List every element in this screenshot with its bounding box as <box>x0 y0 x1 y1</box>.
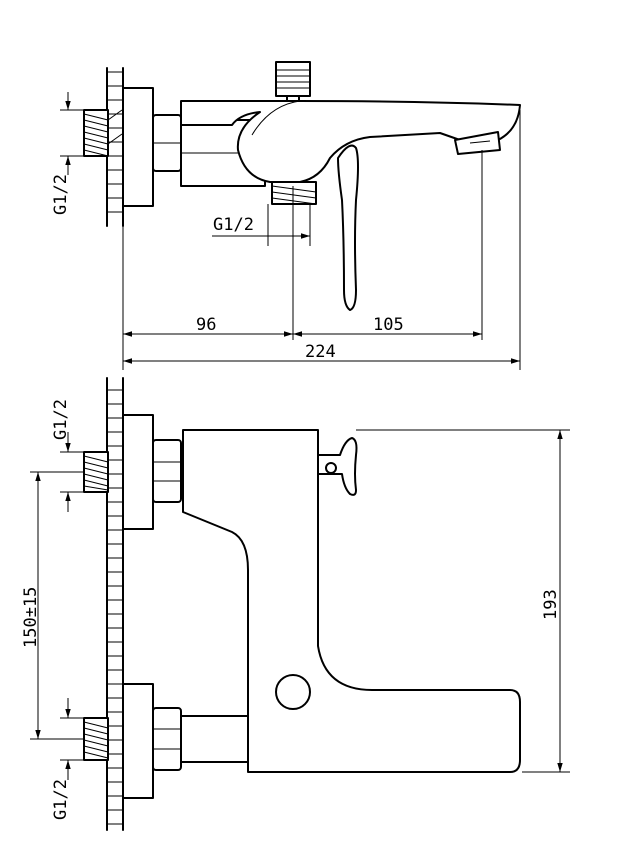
side-wall <box>106 377 124 831</box>
dim-224: 224 <box>305 342 336 362</box>
top-outlet-thread <box>267 181 317 246</box>
top-thread-wall-label: G1/2 <box>51 174 71 215</box>
side-lower-thread <box>83 717 109 761</box>
top-spout-body <box>180 100 521 183</box>
side-lever-handle <box>317 437 358 496</box>
side-lower-flange <box>122 683 154 799</box>
side-height-label: 193 <box>541 589 561 620</box>
side-diverter-knob <box>275 674 311 710</box>
top-wall-thread <box>83 109 123 157</box>
side-thread-upper-label: G1/2 <box>51 399 71 440</box>
top-wall-flange <box>122 87 154 207</box>
side-upper-flange <box>122 414 154 530</box>
top-lever-handle <box>337 144 359 311</box>
side-lower-nut <box>152 707 182 771</box>
side-main-body <box>182 429 521 773</box>
side-thread-lower-label: G1/2 <box>51 779 71 820</box>
side-view: G1/2 G1/2 150±15 193 <box>21 377 570 831</box>
top-diverter-knob <box>275 61 311 107</box>
side-upper-nut <box>152 439 182 503</box>
top-spout-outlet <box>454 131 501 155</box>
side-lower-arm <box>180 715 252 763</box>
side-center-distance-label: 150±15 <box>21 587 41 648</box>
dim-105: 105 <box>373 315 404 335</box>
dim-96: 96 <box>196 315 216 335</box>
top-wall <box>106 67 124 227</box>
top-view: G1/2 G1/2 96 105 224 <box>51 61 521 370</box>
side-upper-thread <box>83 451 109 493</box>
top-thread-outlet-label: G1/2 <box>213 215 254 235</box>
